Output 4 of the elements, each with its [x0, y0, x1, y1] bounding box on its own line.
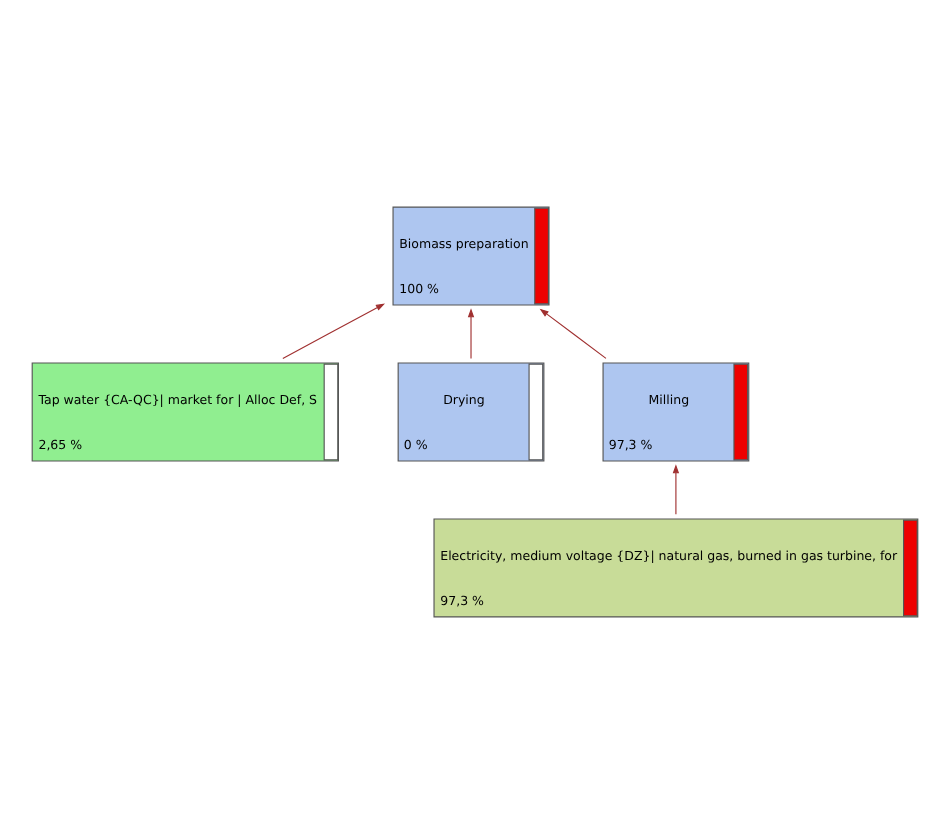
arrow [671, 464, 679, 515]
arrow [466, 308, 474, 359]
arrow [281, 303, 384, 359]
arrow [538, 308, 606, 359]
